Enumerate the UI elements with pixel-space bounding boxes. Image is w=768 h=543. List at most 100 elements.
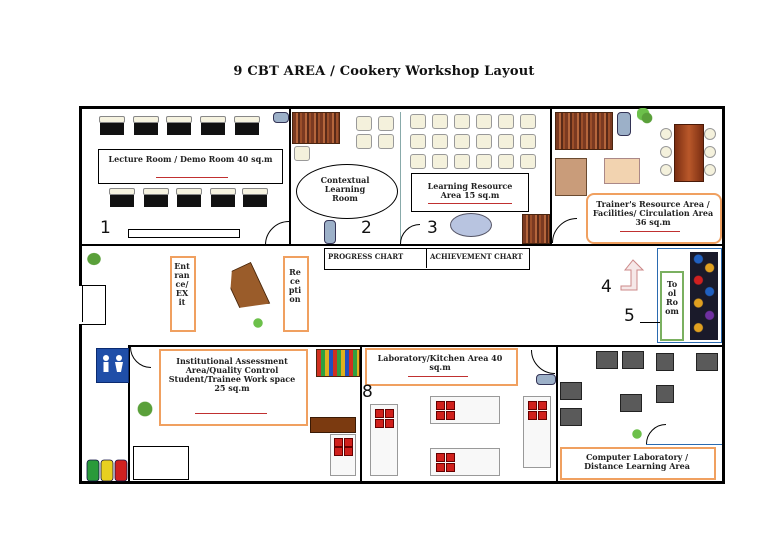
chair [498,154,514,169]
chair [476,134,492,149]
chair [520,134,536,149]
whiteboard [128,229,240,238]
learning-resource-label: Learning Resource Area 15 sq.m [427,181,513,200]
chair [294,146,310,161]
lecture-desk [210,188,236,208]
door-leaf [82,286,83,322]
lecture-desk [234,116,260,136]
stove [330,434,356,476]
chair [356,116,372,131]
computer-workstation [620,394,642,412]
area-number-1: 1 [100,218,111,238]
chair [378,134,394,149]
area-number-3: 3 [427,218,438,238]
contextual-room-label: Contextual Learning Room [320,175,370,203]
computer-lab-label: Computer Laboratory / Distance Learning … [584,452,690,471]
learning-resource-label-box [411,173,529,212]
dimension-arrow [620,231,680,232]
kitchen-label-box [365,348,518,386]
chair [476,114,492,129]
partition-assessment-kitchen [360,345,362,484]
chart-board [324,248,530,270]
computer-workstation [596,351,618,369]
chair [454,154,470,169]
computer-workstation [560,408,582,426]
tool-room-label-box [660,271,684,341]
trainers-label-box [586,193,722,244]
stove [430,396,500,424]
outer-wall-top [79,106,725,109]
chair [704,164,716,176]
chair [410,154,426,169]
chair [454,134,470,149]
lecture-room-label: Lecture Room / Demo Room 40 sq.m [108,154,273,164]
partition-resource-trainers [550,106,552,246]
plant-icon [251,316,265,330]
plant-icon: plant-icon [637,108,657,128]
desk-surface [604,158,640,184]
wall-lamp-icon [324,220,336,244]
chair [660,164,672,176]
chair [432,114,448,129]
chair [476,154,492,169]
progress-chart-label: PROGRESS CHART [328,252,404,261]
lecture-desk [109,188,135,208]
area-number-5: 5 [624,306,635,326]
plant-icon [630,427,644,441]
dimension-arrow [156,177,228,178]
partition-contextual-resource [400,112,401,244]
reception-desk [224,262,271,316]
wall-lamp-icon [536,374,556,385]
chair [520,154,536,169]
tool-rack [690,252,718,340]
dining-table [133,446,189,480]
work-table [310,417,356,433]
pointer-arrow [640,322,662,323]
entrance-label-box [170,256,196,332]
chair [660,128,672,140]
chair [410,134,426,149]
stove [430,448,500,476]
assessment-label: Institutional Assessment Area/Quality Co… [168,356,296,393]
chair [498,114,514,129]
chair [432,134,448,149]
chair [704,146,716,158]
chair [410,114,426,129]
kitchen-label: Laboratory/Kitchen Area 40 sq.m [377,353,503,372]
computer-workstation [560,382,582,400]
computer-workstation [622,351,644,369]
lecture-room-label-box [98,149,283,184]
outer-wall-bottom [79,481,725,484]
chair [356,134,372,149]
outer-wall-right [722,106,725,484]
bookshelf [555,112,613,150]
wall-lamp-icon [617,112,631,136]
lecture-desk [166,116,192,136]
recycle-bins-icon [86,458,128,482]
bookshelf [292,112,340,144]
page-title: 9 CBT AREA / Cookery Workshop Layout [233,64,535,79]
reading-table-icon [450,213,492,237]
reception-label-box [283,256,309,332]
stove [370,404,398,476]
chair [704,128,716,140]
cabinet [555,158,587,196]
computer-workstation [696,353,718,371]
achievement-chart-label: ACHIEVEMENT CHART [430,252,523,261]
entrance-door[interactable] [79,285,106,325]
area-number-8: 8 [362,382,373,402]
dimension-arrow [408,376,468,377]
computer-workstation [656,353,674,371]
lecture-desk [143,188,169,208]
partition-kitchen-computer [556,345,558,484]
exit-arrow-icon [615,258,645,296]
lecture-desk [176,188,202,208]
lecture-desk [133,116,159,136]
lecture-desk [99,116,125,136]
stove [523,396,551,468]
partition-lecture-contextual [289,106,291,246]
partition-assessment-left [128,345,130,484]
entrance-label: Ent ran ce/ EX it [174,261,190,307]
plant-icon [134,398,156,420]
chair [454,114,470,129]
